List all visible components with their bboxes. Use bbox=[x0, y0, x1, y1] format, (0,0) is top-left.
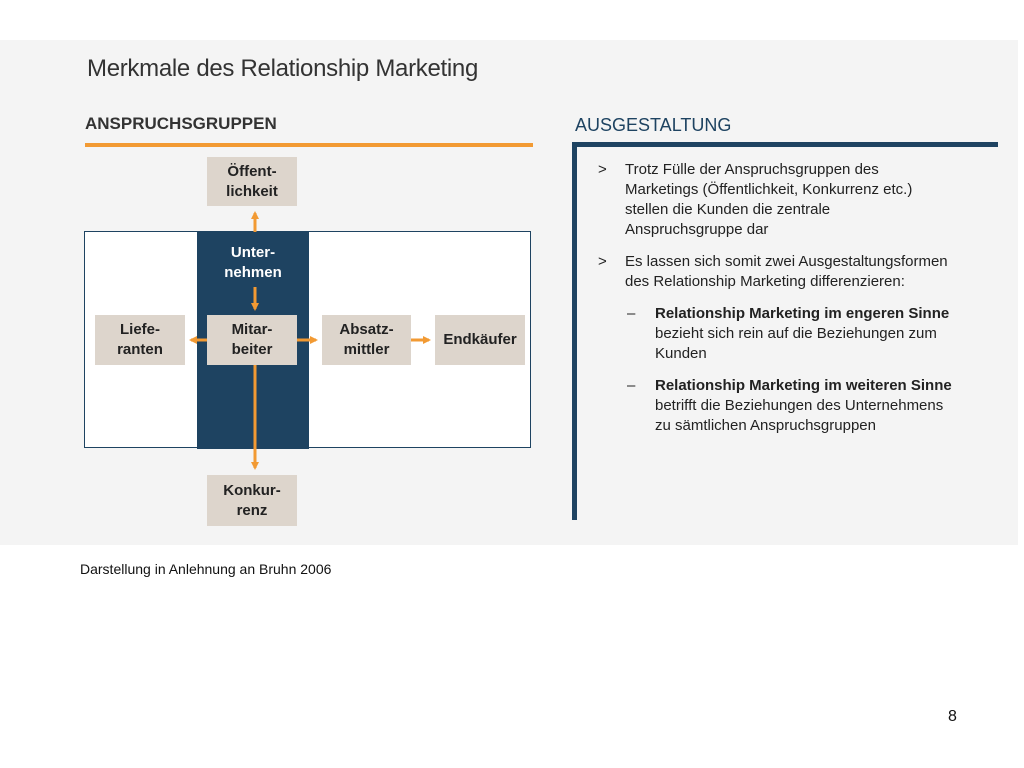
sub-item-text: betrifft die Beziehungen des Unternehmen… bbox=[655, 397, 944, 434]
bullet-marker: > bbox=[598, 253, 607, 270]
orange-divider bbox=[85, 143, 533, 147]
sub-marker: – bbox=[627, 305, 636, 322]
sub-item: – Relationship Marketing im weiteren Sin… bbox=[598, 376, 1008, 436]
bullet-text: Es lassen sich somit zwei Ausgestaltungs… bbox=[625, 253, 948, 290]
section-heading-anspruchsgruppen: ANSPRUCHSGRUPPEN bbox=[85, 114, 277, 133]
sub-item-heading: Relationship Marketing im engeren Sinne bbox=[655, 305, 950, 322]
bullet-item: > Trotz Fülle der Anspruchsgruppen des M… bbox=[598, 160, 1008, 240]
sub-item: – Relationship Marketing im engeren Sinn… bbox=[598, 304, 1008, 364]
node-employees: Mitar- beiter bbox=[207, 315, 297, 365]
section-heading-ausgestaltung: AUSGESTALTUNG bbox=[575, 115, 732, 135]
sub-item-text: bezieht sich rein auf die Beziehungen zu… bbox=[655, 325, 937, 362]
bullet-list: > Trotz Fülle der Anspruchsgruppen des M… bbox=[598, 160, 1008, 448]
node-intermediaries: Absatz- mittler bbox=[322, 315, 411, 365]
page-number: 8 bbox=[948, 708, 957, 725]
company-label: Unter- nehmen bbox=[224, 244, 282, 281]
source-caption: Darstellung in Anlehnung an Bruhn 2006 bbox=[80, 561, 332, 577]
sub-item-heading: Relationship Marketing im weiteren Sinne bbox=[655, 377, 952, 394]
bullet-text: Trotz Fülle der Anspruchsgruppen des Mar… bbox=[625, 161, 913, 238]
bullet-marker: > bbox=[598, 161, 607, 178]
slide-title: Merkmale des Relationship Marketing bbox=[87, 55, 479, 82]
navy-divider bbox=[572, 142, 998, 147]
bullet-item: > Es lassen sich somit zwei Ausgestaltun… bbox=[598, 252, 1008, 292]
node-competition: Konkur- renz bbox=[207, 475, 297, 526]
navy-side-bar bbox=[572, 142, 577, 520]
node-suppliers: Liefe- ranten bbox=[95, 315, 185, 365]
node-end-buyers: Endkäufer bbox=[435, 315, 525, 365]
node-public: Öffent- lichkeit bbox=[207, 157, 297, 206]
sub-marker: – bbox=[627, 377, 636, 394]
